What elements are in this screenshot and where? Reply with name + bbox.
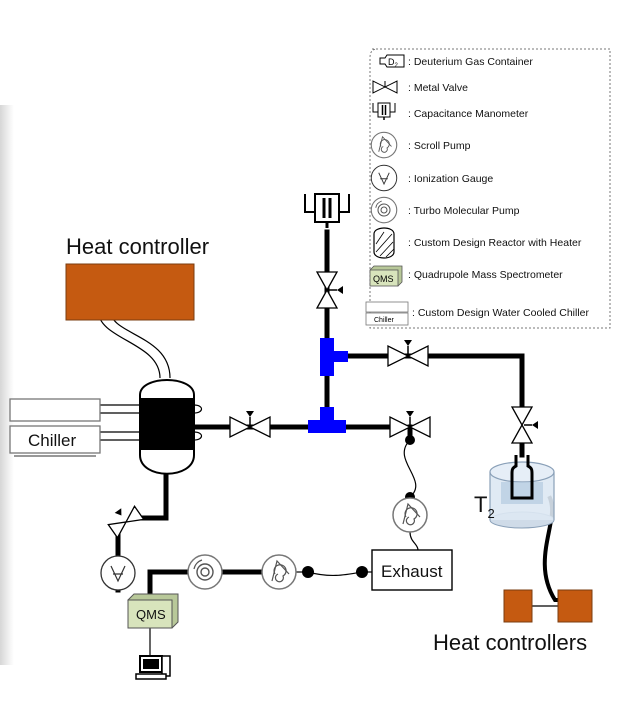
metal-valve-dewar bbox=[511, 406, 539, 444]
ionization-gauge-icon bbox=[370, 164, 398, 192]
t2-label: T2 bbox=[474, 492, 495, 521]
scroll-pump-icon bbox=[392, 497, 428, 533]
reactor-heater-icon bbox=[373, 227, 395, 259]
svg-text:D2: D2 bbox=[388, 57, 399, 69]
qms-unit: QMS bbox=[127, 593, 179, 629]
exhaust-label: Exhaust bbox=[381, 562, 443, 581]
scroll-pump-icon bbox=[261, 554, 297, 590]
legend-text: : Quadrupole Mass Spectrometer bbox=[408, 269, 563, 281]
left-shadow-bar bbox=[0, 105, 14, 665]
deuterium-gas-container bbox=[510, 455, 534, 500]
legend-text: : Deuterium Gas Container bbox=[408, 56, 533, 68]
junction-dot bbox=[405, 435, 415, 445]
capacitance-manometer-icon bbox=[303, 192, 351, 230]
heat-controller-label: Heat controller bbox=[66, 234, 209, 259]
turbo-pump-icon bbox=[187, 554, 223, 590]
legend-text: : Scroll Pump bbox=[408, 140, 471, 152]
legend-text: : Custom Design Water Cooled Chiller bbox=[412, 307, 590, 319]
svg-text:QMS: QMS bbox=[373, 274, 394, 284]
deuterium-gas-container-icon: D2 bbox=[379, 54, 405, 69]
heat-controller-box-left bbox=[503, 589, 533, 623]
svg-text:Chiller: Chiller bbox=[374, 317, 395, 324]
junction-dot bbox=[356, 566, 368, 578]
exhaust-box bbox=[371, 549, 453, 591]
legend-text: : Metal Valve bbox=[408, 82, 468, 94]
turbo-molecular-pump-icon bbox=[370, 196, 398, 224]
ionization-gauge-icon bbox=[100, 555, 136, 591]
qms-label: QMS bbox=[136, 607, 166, 622]
legend-text: : Custom Design Reactor with Heater bbox=[408, 237, 582, 249]
scroll-pump-icon bbox=[370, 131, 398, 159]
legend-text: : Ionization Gauge bbox=[408, 173, 493, 185]
reactor-chamber bbox=[139, 379, 195, 475]
metal-valve-icon bbox=[372, 80, 398, 94]
qms-icon: QMS bbox=[369, 265, 403, 287]
computer-icon bbox=[135, 655, 171, 680]
legend-text: : Capacitance Manometer bbox=[408, 108, 529, 120]
tee-upper bbox=[320, 338, 334, 376]
heat-controller-box-right bbox=[557, 589, 593, 623]
heat-controllers-label: Heat controllers bbox=[433, 630, 587, 655]
legend: D2 : Deuterium Gas Container : Metal Val… bbox=[365, 48, 611, 329]
metal-valve-manometer bbox=[316, 271, 344, 309]
chiller-label: Chiller bbox=[28, 431, 77, 450]
metal-valve-reactor-bottom bbox=[107, 505, 145, 539]
water-chiller-icon: Chiller bbox=[365, 301, 409, 326]
chiller-unit: Chiller bbox=[9, 398, 101, 457]
dewar-vessel bbox=[489, 461, 555, 529]
metal-valve-chamber bbox=[229, 410, 271, 438]
metal-valve-upper-right bbox=[387, 339, 429, 367]
junction-dot bbox=[302, 566, 314, 578]
legend-text: : Turbo Molecular Pump bbox=[408, 205, 520, 217]
heat-controller-box bbox=[65, 263, 195, 321]
